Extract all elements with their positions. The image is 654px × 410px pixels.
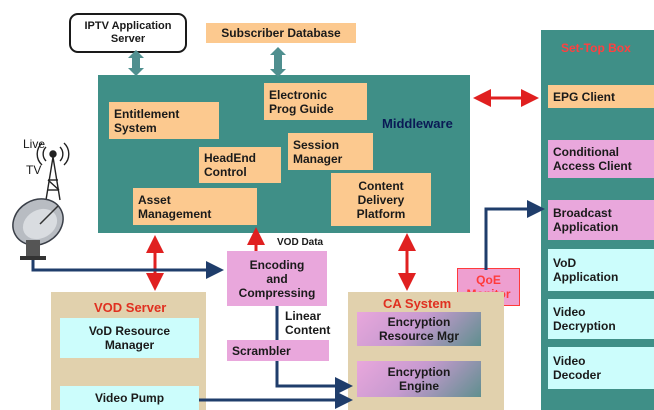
session-manager-box: Session Manager <box>288 133 373 170</box>
vod-data-label: VOD Data <box>277 237 324 248</box>
iptv-application-server-box: IPTV Application Server <box>69 13 187 53</box>
encryption-resource-mgr-box: Encryption Resource Mgr <box>357 312 481 346</box>
broadcast-application-box: Broadcast Application <box>548 200 654 240</box>
encryption-engine-box: Encryption Engine <box>357 361 481 397</box>
subscriber-middleware-link <box>270 47 286 77</box>
video-decryption-box: Video Decryption <box>548 299 654 339</box>
epg-client-box: EPG Client <box>548 85 654 108</box>
iptv-middleware-link <box>128 50 144 76</box>
satellite-dish-icon <box>12 198 64 260</box>
entitlement-system-box: Entitlement System <box>109 102 219 139</box>
subscriber-database-box: Subscriber Database <box>206 23 356 43</box>
scrambler-encryption-line <box>275 361 353 395</box>
tv-label: TV <box>26 163 42 177</box>
middleware-title: Middleware <box>382 116 453 131</box>
live-feed-line <box>31 258 224 279</box>
electronic-prog-guide-box: Electronic Prog Guide <box>264 83 367 120</box>
vod-application-box: VoD Application <box>548 249 654 291</box>
scrambler-box: Scrambler <box>227 340 329 361</box>
video-decoder-box: Video Decoder <box>548 347 654 389</box>
ca-system-title: CA System <box>383 296 452 311</box>
encoding-compressing-box: Encoding and Compressing <box>227 251 327 306</box>
qoe-broadcast-line <box>484 200 545 270</box>
vod-server-title: VOD Server <box>94 300 167 315</box>
conditional-access-client-box: Conditional Access Client <box>548 140 654 178</box>
antenna-tower-icon <box>36 142 70 201</box>
linear-content-label: Linear Content <box>285 309 331 337</box>
headend-control-box: HeadEnd Control <box>199 147 281 183</box>
content-delivery-platform-box: Content Delivery Platform <box>331 173 431 226</box>
set-top-box-title: Set-Top Box <box>561 41 631 55</box>
asset-management-box: Asset Management <box>133 188 257 225</box>
vod-resource-manager-box: VoD Resource Manager <box>60 318 199 358</box>
video-pump-box: Video Pump <box>60 386 199 410</box>
live-label: Live <box>23 137 46 151</box>
